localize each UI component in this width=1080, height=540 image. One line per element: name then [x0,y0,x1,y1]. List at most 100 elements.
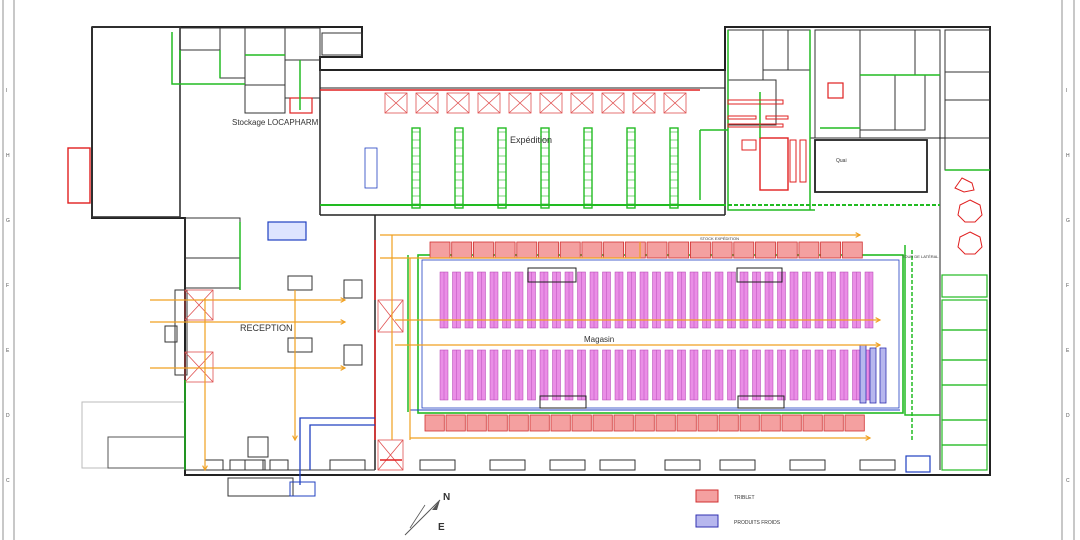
magasin-rack [839,271,849,329]
magasin-rack [727,271,736,329]
frame-row-letter: G [1066,218,1070,224]
triblet-bay [516,241,538,259]
expedition-rack [626,127,636,209]
bottom-dock-row [204,459,896,471]
magasin-rack [739,349,749,401]
bottom-right-blue-box [905,455,931,473]
triblet-bay [655,414,676,432]
triblet-bay [841,241,863,259]
magasin-rack [652,271,661,329]
label-magasin: Magasin [584,335,614,344]
magasin-rack [827,271,836,329]
bottom-dock-box [549,459,586,471]
magasin-rack [664,271,674,329]
frame-row-letter: I [6,88,7,94]
triblet-bay [739,414,760,432]
triblet-bay [624,241,646,259]
triblet-bay [529,414,550,432]
dock-door [508,92,532,114]
cold-products-racks [859,344,887,404]
triblet-bay [550,414,571,432]
magasin-rack [464,349,474,401]
dock-door [477,92,501,114]
magasin-rack [552,349,561,401]
triblet-bay [451,241,473,259]
magasin-rack [814,349,824,401]
dock-door [446,92,470,114]
dock-door [384,92,408,114]
triblet-bay [776,241,798,259]
magasin-rack [652,349,661,401]
bottom-dock-box [204,459,224,471]
magasin-rack [627,349,636,401]
magasin-rack [527,349,536,401]
magasin-rack [477,271,486,329]
triblet-bay [755,241,776,259]
expedition-rack [411,127,421,209]
triblet-bay [823,414,844,432]
triblet-bay [592,414,613,432]
triblet-bay [634,414,655,432]
triblet-bays-top [429,241,863,259]
magasin-rack [727,349,736,401]
label-tours-lateral: TOUR DE LATÉRAL [902,254,939,259]
stair-box [827,82,844,99]
magasin-rack [802,349,811,401]
bottom-dock-box [229,459,266,471]
frame-row-letter: C [1066,478,1070,484]
dock-door [539,92,563,114]
magasin-rack [489,349,499,401]
green-partitions-top-left [171,32,301,110]
magasin-rack [614,271,624,329]
triblet-bay [429,241,451,259]
triblet-bay [472,241,494,259]
blue-utility-line [299,417,375,485]
triblet-bay [676,414,697,432]
magasin-rack [514,271,524,329]
legend: TRIBLET PRODUITS FROIDS [695,489,781,528]
frame-row-letter: G [6,218,10,224]
triblet-bay [844,414,865,432]
bottom-dock-box [599,459,636,471]
triblet-bay [445,414,466,432]
legend-swatch-cold [695,514,719,528]
triblet-bay [603,241,624,259]
magasin-rack [614,349,624,401]
magasin-rack [852,271,861,329]
magasin-rack [552,271,561,329]
triblet-bay [697,414,718,432]
magasin-rack [589,349,599,401]
triblet-bay [733,241,755,259]
magasin-rack [602,271,611,329]
shelving-top-right [727,99,807,183]
triblet-bay [466,414,487,432]
bottom-dock-box [664,459,701,471]
compass-east: E [438,522,445,533]
triblet-bay [718,414,739,432]
bottom-dock-box [859,459,896,471]
magasin-rack [502,271,511,329]
magasin-rack [677,271,686,329]
frame-row-letter: D [1066,413,1070,419]
magasin-rack [789,271,799,329]
triblet-bay [494,241,516,259]
triblet-bay [820,241,841,259]
magasin-rack [752,349,761,401]
triblet-bay [798,241,820,259]
magasin-rack [789,349,799,401]
office-block-top-left [67,26,363,218]
triblet-bays-bottom [424,414,865,432]
reception-red-gates [374,240,402,461]
magasin-rack [664,349,674,401]
bottom-dock-box [329,459,366,471]
reception-dock-crosses [184,289,404,471]
magasin-rack [514,349,524,401]
magasin-rack [439,271,449,329]
bottom-dock-box [719,459,756,471]
legend-swatch-triblet [695,489,719,503]
magasin-rack [564,349,574,401]
frame-row-letter: C [6,478,10,484]
magasin-rack [539,349,549,401]
bottom-dock-box [244,459,264,471]
